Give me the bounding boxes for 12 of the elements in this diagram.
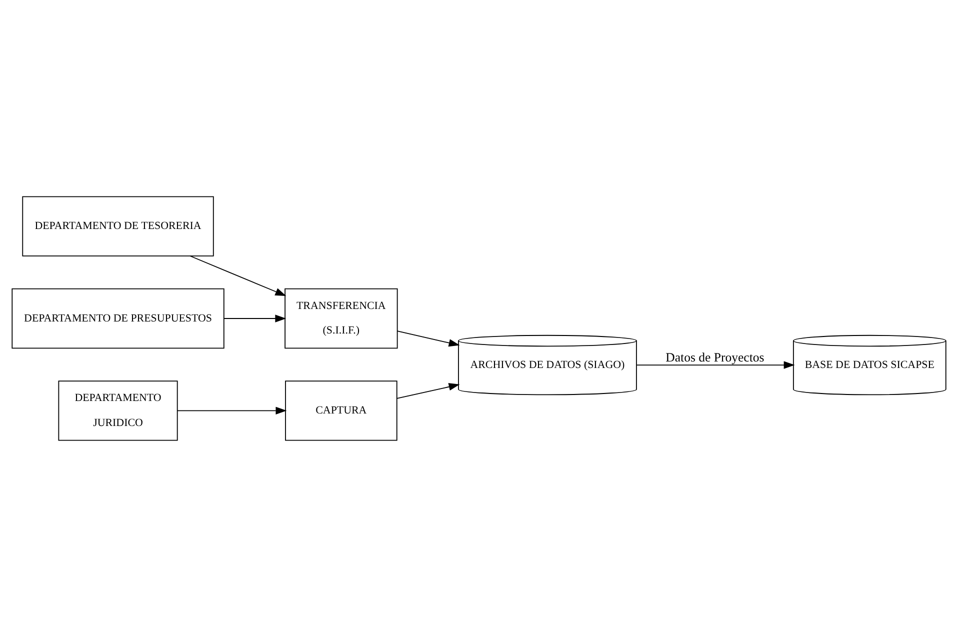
node-box: DEPARTAMENTO DE PRESUPUESTOS: [12, 288, 224, 348]
node-box: CAPTURA: [285, 380, 398, 440]
arrow: [224, 314, 286, 322]
arrow: [636, 360, 795, 368]
arrow: [396, 382, 460, 398]
node-box: DEPARTAMENTO DE TESORERIA: [22, 196, 214, 256]
node-box: TRANSFERENCIA (S.I.I.F.): [284, 288, 398, 348]
arrow: [190, 255, 286, 296]
arrow: [396, 330, 460, 346]
node-box: DEPARTAMENTO JURIDICO: [58, 380, 178, 440]
edge-label: Datos de Proyectos: [666, 350, 764, 364]
arrow: [176, 406, 287, 414]
